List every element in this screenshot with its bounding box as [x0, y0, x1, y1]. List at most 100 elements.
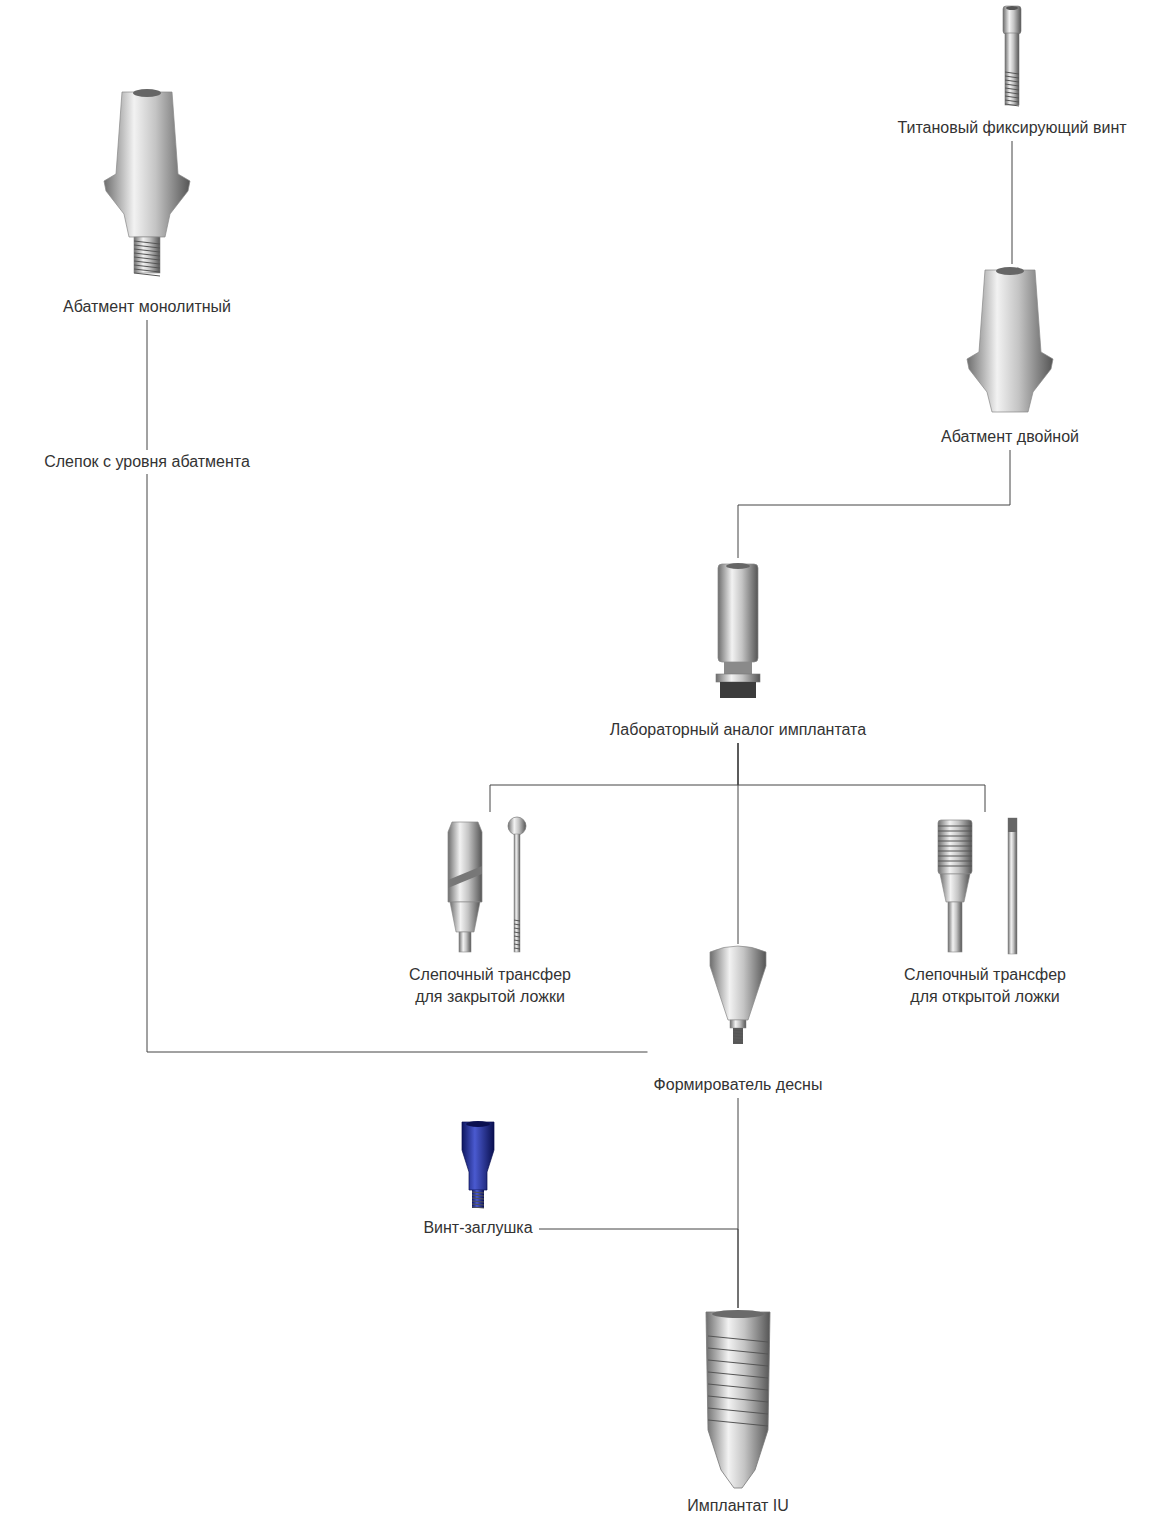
thread-line [733, 1030, 743, 1031]
thread-line [938, 836, 972, 837]
part-caption: Титановый фиксирующий винт [897, 117, 1126, 139]
analog-figure [716, 563, 760, 698]
part-node: Лабораторный аналог имплантата [604, 558, 873, 743]
thread-line [938, 856, 972, 857]
part-caption: Слепочный трансфер для открытой ложки [900, 964, 1070, 1008]
part-node: Абатмент монолитный [57, 84, 238, 320]
thread-line [472, 1195, 484, 1196]
analog-hole [726, 563, 750, 569]
thread-line [514, 928, 520, 929]
thread-line [134, 249, 160, 252]
thread-line [938, 861, 972, 862]
thread-line [514, 948, 520, 949]
implant-platform [712, 1310, 764, 1318]
thread-line [938, 841, 972, 842]
healing-abutment-figure [710, 946, 766, 1044]
thread-line [1005, 84, 1019, 86]
thread-line [472, 1201, 484, 1202]
thread-line [1005, 80, 1019, 82]
thread-line [938, 846, 972, 847]
thread-line [1005, 96, 1019, 98]
transfer-neck [948, 902, 962, 952]
analog-ring [716, 674, 760, 682]
thread-line [1005, 104, 1019, 106]
cover-screw-figure [462, 1121, 494, 1208]
implant-body [706, 1312, 770, 1488]
closed-transfer-figure [448, 817, 526, 952]
thread-line [708, 1408, 768, 1414]
cover-screw-body [462, 1122, 494, 1190]
thread-line [708, 1396, 768, 1402]
abutment-figure [967, 267, 1053, 412]
thread-line [514, 944, 520, 945]
transfer-screw-shaft [514, 834, 520, 952]
thread-line [514, 924, 520, 925]
thread-line [134, 253, 160, 256]
abutment-thread [134, 237, 160, 273]
abutment-hole [996, 267, 1024, 275]
cover-screw-socket [466, 1121, 490, 1127]
thread-line [708, 1384, 768, 1390]
transfer-neck [450, 902, 480, 932]
connector-line [147, 320, 648, 1052]
healing-neck [730, 1020, 746, 1028]
transfer-body [448, 822, 482, 902]
analog-neck [724, 662, 752, 674]
connector-line [490, 743, 738, 812]
thread-line [514, 940, 520, 941]
transfer-flat [448, 866, 482, 888]
thread-line [514, 932, 520, 933]
part-node: Формирователь десны [648, 944, 829, 1098]
part-caption: Абатмент двойной [941, 426, 1079, 448]
transfer-taper [940, 874, 970, 902]
abutment-body [104, 92, 190, 237]
connector-line [738, 743, 985, 812]
transfer-screw-head [508, 817, 526, 835]
analog-body [718, 564, 758, 662]
thread-line [472, 1207, 484, 1208]
thread-line [134, 245, 160, 248]
thread-line [733, 1033, 743, 1034]
part-caption: Абатмент монолитный [63, 296, 231, 318]
thread-line [708, 1360, 768, 1366]
thread-line [134, 269, 160, 272]
transfer-screw [1008, 818, 1017, 954]
part-node: Абатмент двойной [935, 264, 1086, 450]
connector-line [738, 743, 739, 944]
thread-line [708, 1348, 768, 1354]
thread-line [134, 265, 160, 268]
healing-thread [733, 1028, 743, 1044]
thread-line [938, 851, 972, 852]
thread-lines [134, 72, 1019, 1426]
part-caption: Слепочный трансфер для закрытой ложки [405, 964, 575, 1008]
part-node: Слепочный трансфер для открытой ложки [894, 812, 1076, 1010]
screw-head [1003, 6, 1021, 34]
screw-socket [1006, 6, 1018, 10]
part-node: Титановый фиксирующий винт [891, 4, 1133, 141]
abutment-hole [133, 89, 161, 97]
abutment-body [967, 270, 1053, 412]
thread-line [938, 866, 972, 867]
thread-line [1005, 92, 1019, 94]
thread-line [472, 1198, 484, 1199]
connector-line [539, 1229, 738, 1308]
transfer-tip [459, 932, 471, 952]
connector-line [1012, 141, 1013, 264]
cover-screw-thread [472, 1190, 484, 1208]
thread-line [733, 1039, 743, 1040]
part-node: Винт-заглушка [417, 1118, 539, 1241]
transfer-screw-head [1008, 818, 1017, 832]
connector-line [738, 450, 1010, 558]
thread-line [134, 273, 160, 276]
open-transfer-figure [938, 818, 1017, 954]
part-caption: Формирователь десны [654, 1074, 823, 1096]
thread-line [1005, 100, 1019, 102]
thread-line [1005, 88, 1019, 90]
transfer-body [938, 820, 972, 874]
part-node: Слепочный трансфер для закрытой ложки [399, 812, 581, 1010]
edge-label: Слепок с уровня абатмента [41, 450, 253, 474]
analog-base [720, 682, 756, 698]
thread-line [134, 257, 160, 260]
